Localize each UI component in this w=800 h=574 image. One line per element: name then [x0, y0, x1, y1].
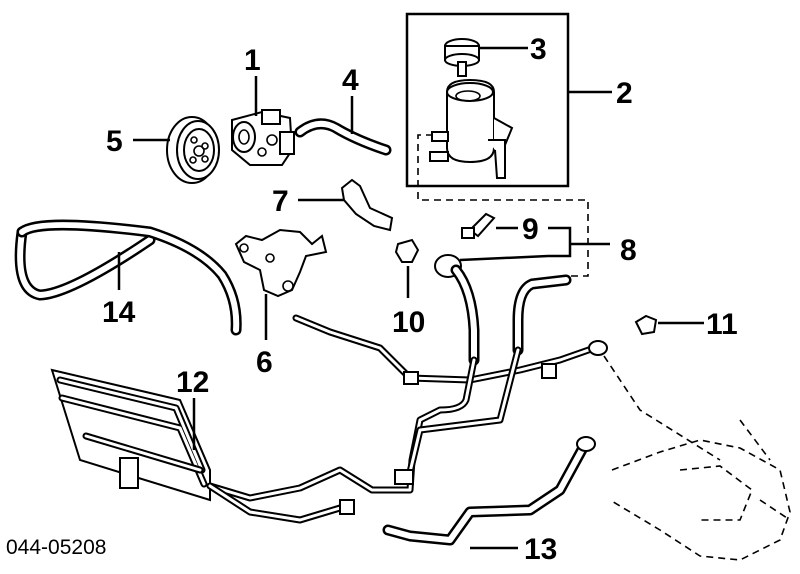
diagram-code: 044-05208	[6, 536, 106, 559]
reservoir-tank[interactable]	[429, 78, 514, 179]
callout-14: 14	[102, 296, 136, 329]
reservoir-group-box	[405, 12, 612, 188]
callout-3: 3	[530, 33, 547, 66]
oil-cooler[interactable]	[50, 368, 355, 524]
pressure-switch[interactable]	[461, 212, 518, 239]
callout-6: 6	[256, 346, 273, 379]
callout-5: 5	[106, 125, 123, 158]
pressure-pipe-network[interactable]	[206, 314, 608, 502]
callout-13: 13	[524, 533, 557, 566]
callout-9: 9	[522, 213, 539, 246]
pressure-hose[interactable]	[434, 254, 480, 366]
callout-4: 4	[342, 64, 359, 97]
dashed-connection	[417, 134, 589, 277]
callout-12: 12	[176, 366, 209, 399]
return-tube[interactable]	[382, 436, 596, 550]
return-hose[interactable]	[512, 274, 572, 356]
callout-1: 1	[244, 44, 261, 77]
callout-7: 7	[272, 185, 289, 218]
callout-8-bracket	[459, 226, 610, 262]
callout-11: 11	[706, 308, 738, 341]
hose-clamp-11[interactable]	[634, 314, 704, 336]
pump-bracket-7[interactable]	[298, 178, 394, 232]
hose-clamp-10[interactable]	[394, 238, 420, 298]
callout-labels: 1 2 3 4 5 6 7 8 9 10 11 12 13 14	[102, 33, 738, 566]
power-steering-pump[interactable]	[231, 76, 295, 166]
reservoir-cap[interactable]	[444, 38, 528, 77]
suction-hose[interactable]	[294, 96, 392, 156]
callout-10: 10	[392, 306, 425, 339]
pump-pulley[interactable]	[133, 116, 220, 184]
drive-belt[interactable]	[14, 219, 242, 336]
steering-gear-outline	[603, 355, 791, 561]
callout-2: 2	[616, 77, 633, 110]
pump-bracket-6[interactable]	[234, 228, 328, 340]
callout-8: 8	[620, 234, 637, 267]
